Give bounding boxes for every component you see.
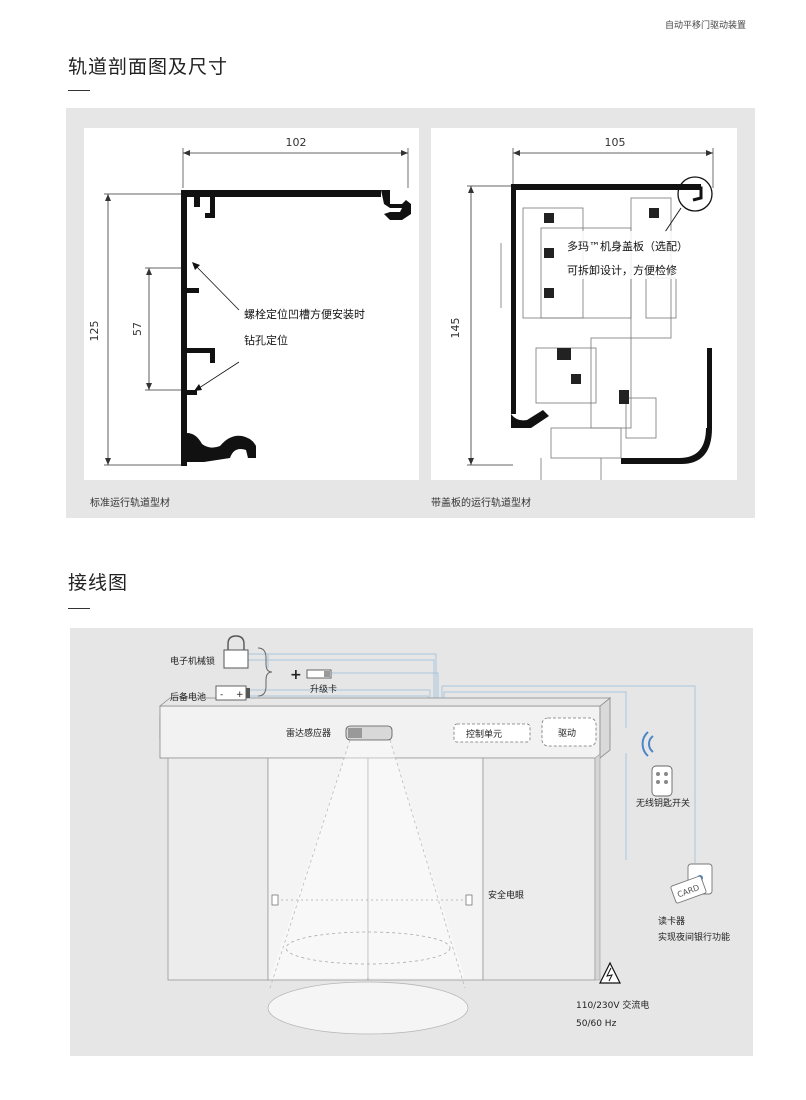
- fixed-panel-right: [482, 757, 596, 981]
- lock-icon: [223, 635, 249, 669]
- section-rule: [68, 90, 90, 91]
- wiring-panel: CARD 电子机械锁 后备电池 - + + 升级卡 雷达感应器 控制单元 驱动 …: [70, 628, 753, 1056]
- dim-width-label: 102: [286, 136, 307, 149]
- label-radar: 雷达感应器: [286, 727, 331, 739]
- section-title-wiring: 接线图: [68, 572, 129, 594]
- wiring-diagram: CARD 电子机械锁 后备电池 - + + 升级卡 雷达感应器 控制单元 驱动 …: [158, 635, 730, 1035]
- caption-covered: 带盖板的运行轨道型材: [431, 498, 531, 509]
- label-control-unit: 控制单元: [466, 728, 502, 740]
- dim-inner-label: 57: [131, 322, 144, 336]
- cover-note-line1: 多玛™机身盖板（选配）: [567, 239, 688, 253]
- drive-box: [541, 717, 597, 747]
- radar-floor-zone: [267, 981, 469, 1035]
- sliding-door-right: [367, 757, 484, 981]
- note-line2: 钻孔定位: [244, 333, 288, 347]
- document-title: 自动平移门驱动装置: [664, 21, 746, 31]
- plus-sign: +: [290, 667, 302, 683]
- standard-profile-drawing: 102 125 57: [88, 136, 411, 466]
- label-remote: 无线钥匙开关: [636, 797, 690, 809]
- sliding-door-left: [267, 757, 369, 981]
- label-drive: 驱动: [558, 728, 576, 739]
- covered-profile-shape: [511, 184, 712, 464]
- standard-profile-card: 102 125 57: [84, 128, 419, 480]
- power-warning-icon: [599, 961, 621, 984]
- cover-note-line2: 可拆卸设计，方便检修: [567, 263, 677, 277]
- radar-detection-cone: [270, 740, 465, 978]
- battery-plus: +: [236, 690, 244, 700]
- label-card-reader-1: 读卡器: [658, 915, 685, 927]
- section-rule-2: [68, 608, 90, 609]
- dim-width-label-2: 105: [605, 136, 626, 149]
- label-battery: 后备电池: [170, 691, 206, 703]
- dim-height-label-2: 145: [449, 318, 462, 339]
- label-card-reader-2: 实现夜间银行功能: [658, 931, 730, 943]
- cover-callout-circle: [677, 176, 713, 212]
- label-upgrade-card: 升级卡: [310, 683, 337, 695]
- card-reader-icon: CARD: [670, 863, 713, 904]
- label-power-2: 50/60 Hz: [576, 1019, 617, 1029]
- covered-profile-drawing: 105 145: [449, 136, 714, 480]
- label-safety-eye: 安全电眼: [488, 889, 524, 901]
- section-title-profiles: 轨道剖面图及尺寸: [68, 56, 229, 78]
- caption-standard: 标准运行轨道型材: [90, 498, 170, 509]
- note-line1: 螺栓定位凹槽方便安装时: [244, 307, 365, 321]
- covered-profile-card: 105 145: [431, 128, 737, 480]
- wireless-remote-icon: [641, 731, 673, 797]
- fixed-panel-left: [167, 757, 269, 981]
- profile-shape: [181, 190, 411, 466]
- upgrade-card-icon: [306, 669, 332, 679]
- label-lock: 电子机械锁: [170, 655, 215, 667]
- control-unit-box: [453, 723, 531, 743]
- battery-minus: -: [220, 690, 223, 700]
- dim-height-label: 125: [88, 321, 101, 342]
- drive-machinery-parts: [544, 208, 659, 404]
- label-power-1: 110/230V 交流电: [576, 999, 649, 1011]
